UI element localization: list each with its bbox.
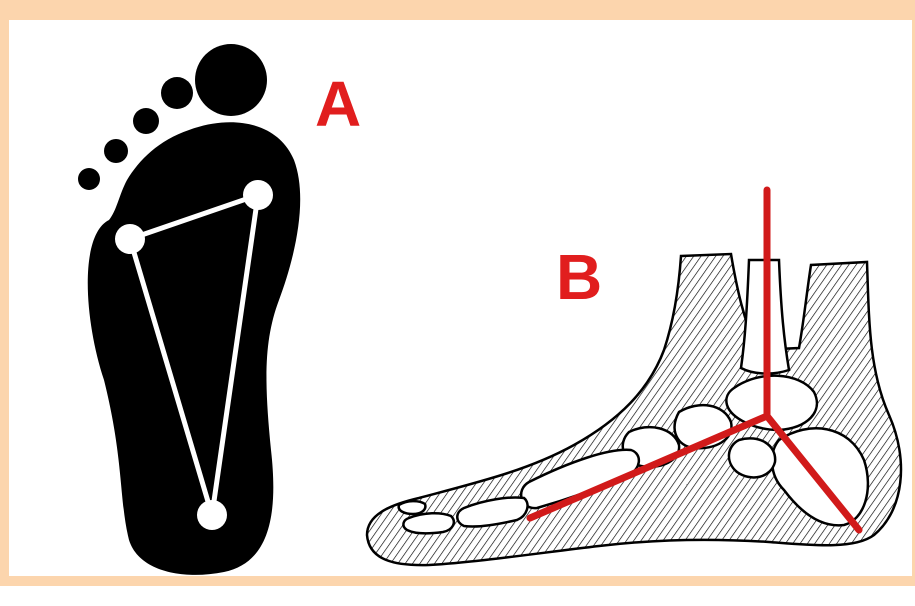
footprint-icon — [78, 44, 300, 575]
toe-3 — [133, 108, 159, 134]
tripod-point-fifth-metatarsal — [243, 180, 273, 210]
tripod-point-first-metatarsal — [115, 224, 145, 254]
toe-big — [195, 44, 267, 116]
panel-label-a: A — [315, 72, 361, 136]
bone-cuboid — [729, 438, 775, 477]
bone-phalanx-distal — [403, 513, 453, 533]
toe-2 — [161, 77, 193, 109]
bone-toe-small — [399, 501, 426, 514]
figure-art — [9, 20, 915, 606]
foot-skeleton-icon — [367, 254, 901, 565]
panel-label-b: B — [556, 245, 602, 309]
toe-4 — [104, 139, 128, 163]
tripod-point-heel — [197, 500, 227, 530]
toe-5 — [78, 168, 100, 190]
figure-frame: A B — [0, 0, 915, 586]
